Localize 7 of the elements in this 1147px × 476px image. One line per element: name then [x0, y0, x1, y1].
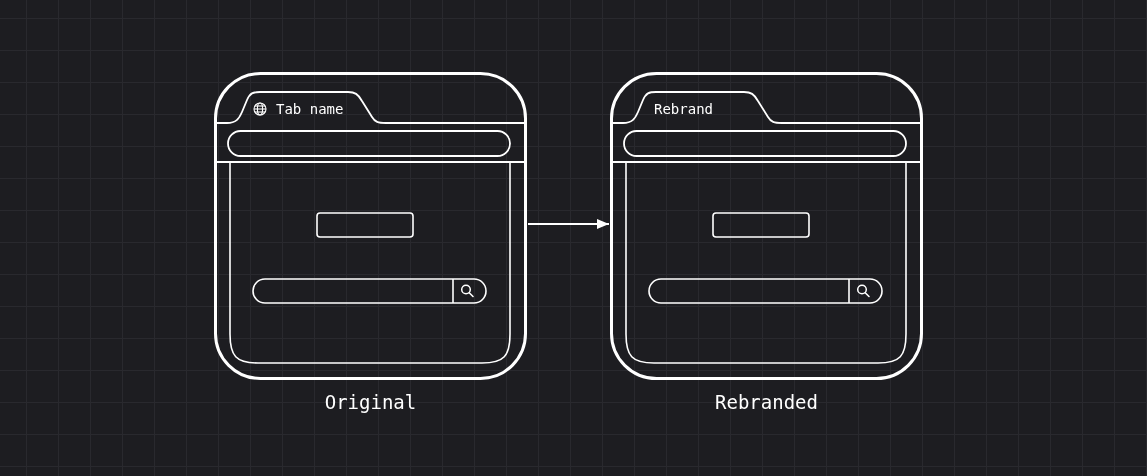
caption-label: Original — [323, 391, 418, 414]
tab-title: Rebrand — [654, 100, 713, 118]
arrow — [527, 219, 610, 229]
browser-window — [610, 72, 923, 380]
tab-title: Tab name — [276, 100, 344, 118]
caption-label: Rebranded — [714, 391, 819, 414]
browser-window — [214, 72, 527, 380]
